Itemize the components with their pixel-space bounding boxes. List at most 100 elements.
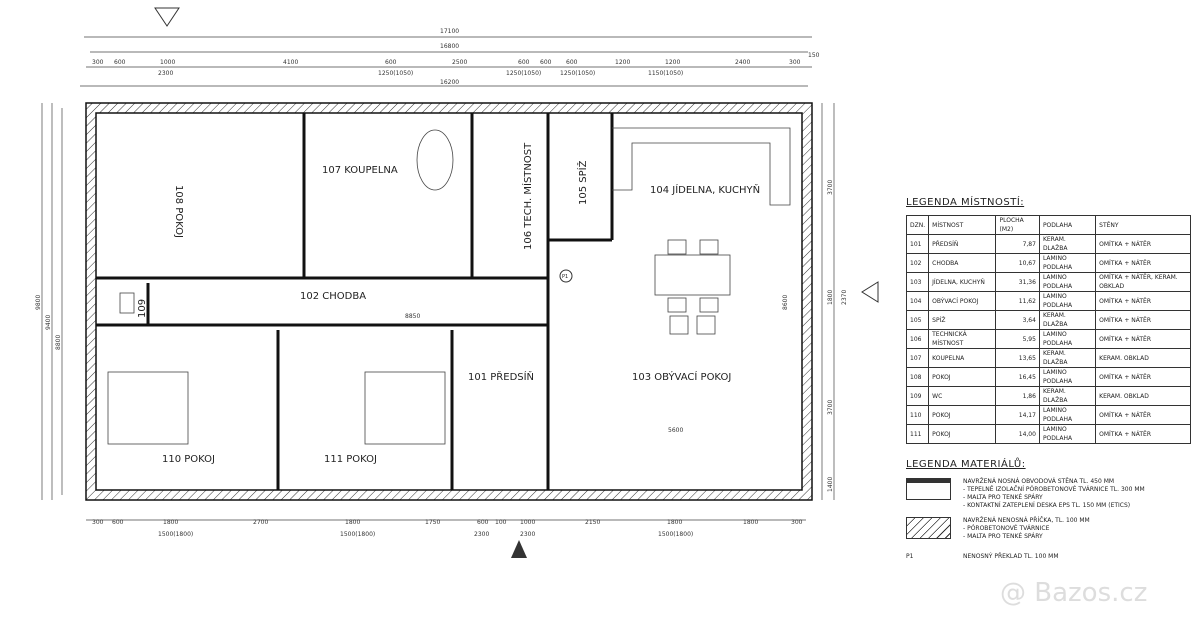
table-cell: 110 [905, 405, 930, 425]
table-cell: KERAM. DLAŽBA [1038, 234, 1097, 254]
material-line: NENOSNÝ PŘEKLAD TL. 100 MM [963, 553, 1059, 560]
table-cell: OMÍTKA + NÁTĚR [1095, 310, 1191, 330]
dim: 1200 [615, 59, 630, 66]
material-line: - TEPELNĚ IZOLAČNÍ PÓROBETONOVÉ TVÁRNICE… [963, 486, 1145, 493]
dim: 600 [477, 519, 489, 526]
table-cell: 105 [905, 310, 930, 330]
table-cell: OMÍTKA + NÁTĚR [1095, 329, 1191, 349]
table-cell: PŘEDSÍŇ [928, 234, 997, 254]
table-cell: POKOJ [928, 424, 997, 444]
table-cell: SPÍŽ [928, 310, 997, 330]
dim-outer: 16800 [440, 43, 459, 50]
dim: 300 [92, 519, 104, 526]
dim: 1150(1050) [648, 70, 683, 77]
material-legend-title: LEGENDA MATERIÁLŮ: [906, 459, 1026, 470]
dim: 1800 [827, 290, 834, 305]
material-lintel: P1 NENOSNÝ PŘEKLAD TL. 100 MM [906, 553, 1196, 561]
table-cell: 14,17 [995, 405, 1040, 425]
dim: 300 [791, 519, 803, 526]
furniture [107, 127, 791, 445]
table-cell: 104 [905, 291, 930, 311]
table-cell: OBÝVACÍ POKOJ [928, 291, 997, 311]
table-cell: OMÍTKA + NÁTĚR, KERAM. OBKLAD [1095, 272, 1191, 292]
section-marker-bottom [511, 540, 527, 558]
dim: 300 [789, 59, 801, 66]
dim: 600 [114, 59, 126, 66]
table-cell: 14,00 [995, 424, 1040, 444]
dim: 8600 [782, 295, 789, 310]
room-103-label: 103 OBÝVACÍ POKOJ [632, 370, 731, 383]
material-partition: NAVRŽENÁ NENOSNÁ PŘÍČKA, TL. 100 MM- PÓR… [906, 517, 1196, 541]
dim: 600 [385, 59, 397, 66]
dim: 2300 [158, 70, 173, 77]
material-line: - PÓROBETONOVÉ TVÁRNICE [963, 525, 1050, 532]
column-header: STĚNY [1095, 215, 1191, 235]
room-110-label: 110 POKOJ [162, 454, 215, 465]
partition-swatch-icon [906, 517, 951, 539]
dim: 3700 [827, 400, 834, 415]
wall-swatch-icon [906, 478, 951, 500]
dim: 1200 [665, 59, 680, 66]
dim: 1500(1800) [158, 531, 193, 538]
section-marker-right [861, 281, 879, 303]
room-108-label: 108 POKOJ [173, 185, 184, 238]
dim-total: 17100 [440, 28, 459, 35]
table-cell: 103 [905, 272, 930, 292]
table-cell: KERAM. OBKLAD [1095, 348, 1191, 368]
table-cell: 102 [905, 253, 930, 273]
dim: 600 [566, 59, 578, 66]
material-line: NAVRŽENÁ NOSNÁ OBVODOVÁ STĚNA TL. 450 MM [963, 478, 1115, 485]
room-101-label: 101 PŘEDSÍŇ [468, 370, 534, 383]
table-cell: CHODBA [928, 253, 997, 273]
dim: 150 [808, 52, 820, 59]
dim: 1250(1050) [378, 70, 413, 77]
table-cell: LAMINO PODLAHA [1038, 329, 1097, 349]
dim: 8850 [405, 313, 420, 320]
material-line: - KONTAKTNÍ ZATEPLENÍ DESKA EPS TL. 150 … [963, 502, 1131, 509]
room-109-label: 109 [137, 299, 148, 318]
dim: 1800 [345, 519, 360, 526]
table-cell: LAMINO PODLAHA [1038, 424, 1097, 444]
table-cell: LAMINO PODLAHA [1038, 253, 1097, 273]
material-line: NAVRŽENÁ NENOSNÁ PŘÍČKA, TL. 100 MM [963, 517, 1090, 524]
table-cell: LAMINO PODLAHA [1038, 367, 1097, 387]
table-cell: OMÍTKA + NÁTĚR [1095, 424, 1191, 444]
dim: 1400 [827, 477, 834, 492]
dim: 9400 [45, 315, 52, 330]
dim: 2370 [841, 290, 848, 305]
table-cell: KOUPELNA [928, 348, 997, 368]
room-106-label: 106 TECH. MÍSTNOST [521, 142, 534, 250]
dim: 3700 [827, 180, 834, 195]
dim-inner: 16200 [440, 79, 459, 86]
column-header: PLOCHA (M2) [995, 215, 1040, 235]
table-cell: OMÍTKA + NÁTĚR [1095, 367, 1191, 387]
table-cell: POKOJ [928, 367, 997, 387]
table-cell: LAMINO PODLAHA [1038, 405, 1097, 425]
table-cell: POKOJ [928, 405, 997, 425]
table-cell: KERAM. DLAŽBA [1038, 386, 1097, 406]
dim: 1250(1050) [506, 70, 541, 77]
dim: 600 [518, 59, 530, 66]
table-cell: LAMINO PODLAHA [1038, 272, 1097, 292]
dim: 9800 [35, 295, 42, 310]
dimension-lines [41, 36, 835, 521]
exterior-wall [85, 102, 813, 501]
table-cell: 3,64 [995, 310, 1040, 330]
dim: 8800 [55, 335, 62, 350]
table-cell: KERAM. DLAŽBA [1038, 310, 1097, 330]
column-header: MÍSTNOST [928, 215, 997, 235]
table-cell: OMÍTKA + NÁTĚR [1095, 405, 1191, 425]
dim: 2150 [585, 519, 600, 526]
room-105-label: 105 SPÍŽ [576, 160, 589, 205]
